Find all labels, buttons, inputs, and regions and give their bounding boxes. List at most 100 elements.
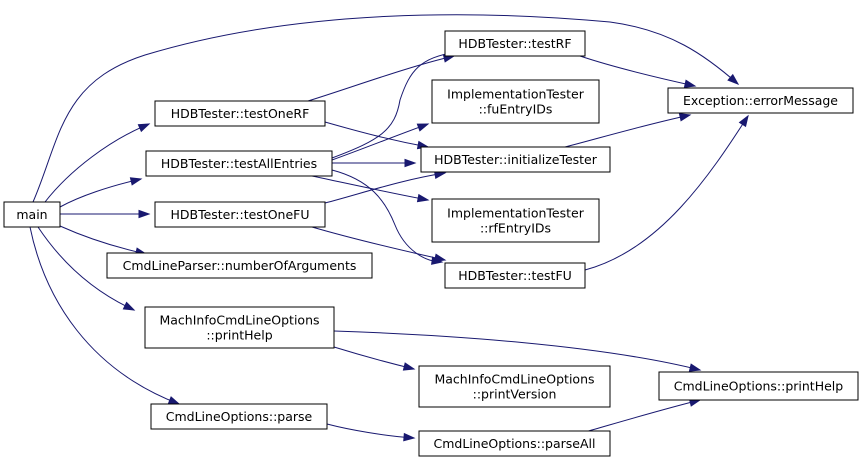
node-label: MachInfoCmdLineOptions: [434, 372, 594, 387]
node-box: [667, 87, 854, 114]
node-testFU[interactable]: HDBTester::testFU: [444, 262, 586, 289]
edge-main-to-numberOfArguments: [59, 225, 148, 256]
node-box: [154, 100, 326, 127]
edge-line: [29, 226, 180, 405]
node-fuEntryIDs[interactable]: ImplementationTester::fuEntryIDs: [431, 79, 600, 124]
node-label: MachInfoCmdLineOptions: [159, 313, 319, 328]
edge-main-to-machPrintHelp: [37, 226, 136, 311]
edges-layer: [29, 14, 749, 442]
node-printVersion[interactable]: MachInfoCmdLineOptions::printVersion: [418, 365, 611, 408]
edge-line: [331, 123, 429, 161]
edge-line: [331, 169, 443, 263]
edge-testFU-to-errorMessage: [584, 114, 749, 271]
node-label: main: [16, 207, 47, 222]
node-label: HDBTester::initializeTester: [434, 152, 598, 167]
node-box: [154, 201, 326, 228]
node-label: HDBTester::testRF: [458, 36, 571, 51]
edge-line: [324, 121, 429, 148]
node-label: ImplementationTester: [447, 206, 585, 221]
edge-parse-to-parseAll: [326, 423, 416, 442]
node-printHelp[interactable]: CmdLineOptions::printHelp: [658, 371, 859, 401]
arrowhead-icon: [403, 432, 416, 442]
arrowhead-icon: [404, 158, 417, 168]
edge-line: [311, 226, 446, 261]
node-box: [444, 30, 586, 57]
node-main[interactable]: main: [3, 201, 61, 228]
node-label: ::printVersion: [473, 387, 557, 402]
node-box: [658, 371, 859, 401]
edge-main-to-parse: [29, 226, 181, 405]
node-label: HDBTester::testOneRF: [171, 106, 310, 121]
node-box: [431, 198, 600, 243]
edge-line: [59, 225, 147, 255]
edge-line: [44, 123, 150, 203]
edge-testOneRF-to-initializeTester: [324, 121, 430, 150]
edge-line: [564, 114, 691, 148]
node-machPrintHelp[interactable]: MachInfoCmdLineOptions::printHelp: [144, 306, 335, 349]
edge-line: [584, 115, 749, 271]
node-rfEntryIDs[interactable]: ImplementationTester::rfEntryIDs: [431, 198, 600, 243]
node-box: [418, 365, 611, 408]
node-box: [145, 150, 333, 177]
node-parse[interactable]: CmdLineOptions::parse: [150, 403, 328, 430]
node-box: [444, 262, 586, 289]
arrowhead-icon: [138, 209, 151, 219]
node-box: [418, 430, 611, 457]
node-parseAll[interactable]: CmdLineOptions::parseAll: [418, 430, 611, 457]
edge-testOneFU-to-initializeTester: [324, 170, 447, 204]
edge-main-to-testAllEntries: [59, 177, 143, 208]
arrowhead-icon: [738, 114, 749, 128]
edge-line: [37, 226, 135, 311]
arrowhead-icon: [402, 362, 416, 371]
edge-initializeTester-to-errorMessage: [564, 113, 692, 148]
node-label: CmdLineOptions::printHelp: [674, 379, 843, 394]
arrowhead-icon: [416, 123, 430, 132]
node-label: CmdLineOptions::parseAll: [434, 436, 596, 451]
node-box: [150, 403, 328, 430]
node-testRF[interactable]: HDBTester::testRF: [444, 30, 586, 57]
arrowhead-icon: [433, 253, 447, 262]
edge-testAllEntries-to-fuEntryIDs: [331, 123, 430, 161]
arrowhead-icon: [122, 301, 136, 311]
edge-line: [32, 14, 739, 203]
edge-line: [307, 55, 455, 102]
node-label: ::rfEntryIDs: [480, 221, 551, 236]
edge-line: [579, 55, 696, 87]
edge-line: [333, 346, 415, 370]
edge-line: [584, 399, 701, 433]
edge-line: [326, 423, 415, 439]
arrowhead-icon: [683, 79, 697, 88]
node-label: CmdLineParser::numberOfArguments: [123, 258, 357, 273]
node-label: CmdLineOptions::parse: [166, 409, 313, 424]
arrowhead-icon: [137, 123, 151, 133]
edge-testRF-to-errorMessage: [579, 55, 697, 88]
edge-main-to-errorMessage: [32, 14, 740, 203]
arrowhead-icon: [167, 396, 181, 405]
edge-testOneFU-to-testFU: [311, 226, 447, 262]
node-box: [144, 306, 335, 349]
node-testAllEntries[interactable]: HDBTester::testAllEntries: [145, 150, 333, 177]
arrowhead-icon: [129, 177, 143, 186]
nodes-layer: main HDBTester::testOneRFHDBTester::testA…: [3, 30, 859, 457]
node-label: HDBTester::testFU: [458, 268, 572, 283]
node-label: ImplementationTester: [447, 87, 585, 102]
node-initializeTester[interactable]: HDBTester::initializeTester: [420, 146, 611, 173]
edge-line: [59, 178, 142, 208]
node-errorMessage[interactable]: Exception::errorMessage: [667, 87, 854, 114]
edge-testAllEntries-to-rfEntryIDs: [311, 175, 430, 203]
node-label: ::fuEntryIDs: [479, 102, 553, 117]
node-testOneFU[interactable]: HDBTester::testOneFU: [154, 201, 326, 228]
edge-line: [324, 172, 446, 204]
node-label: Exception::errorMessage: [683, 93, 838, 108]
node-box: [431, 79, 600, 124]
arrowhead-icon: [678, 113, 692, 122]
node-testOneRF[interactable]: HDBTester::testOneRF: [154, 100, 326, 127]
edge-main-to-testOneRF: [44, 123, 151, 203]
node-box: [3, 201, 61, 228]
edge-line: [331, 51, 457, 159]
edge-main-to-testOneFU: [60, 209, 151, 219]
node-box: [420, 146, 611, 173]
edge-machPrintHelp-to-printHelp: [333, 330, 702, 372]
node-numberOfArguments[interactable]: CmdLineParser::numberOfArguments: [106, 252, 373, 279]
